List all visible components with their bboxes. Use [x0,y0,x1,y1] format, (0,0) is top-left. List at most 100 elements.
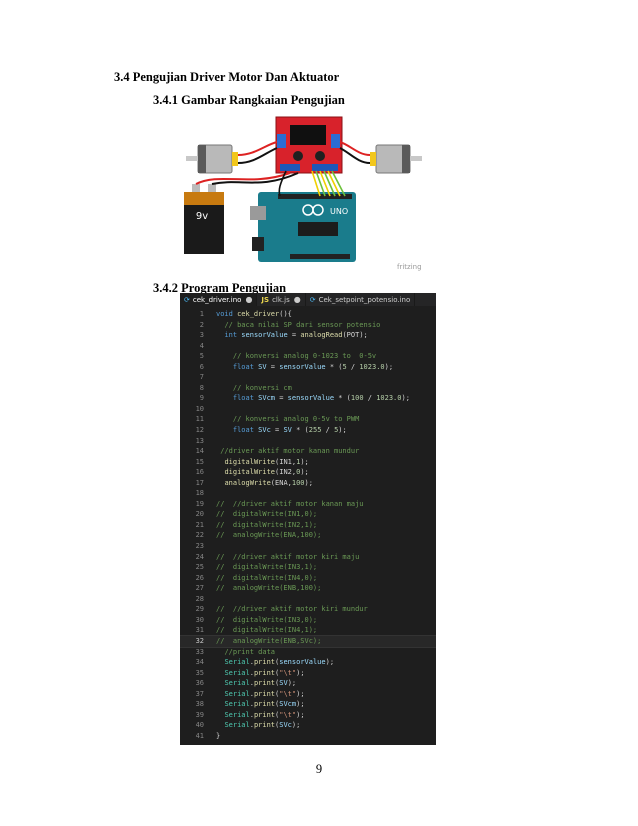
code-token: cek_driver [237,310,280,318]
code-token: = [275,394,288,403]
code-line[interactable]: 16 digitalWrite(IN2,0); [180,467,436,478]
code-token: . [249,658,254,667]
code-token: SV [283,426,292,435]
code-token: sensorValue [279,658,326,667]
code-line[interactable]: 22// analogWrite(ENA,100); [180,530,436,541]
code-line[interactable]: 7 [180,372,436,383]
code-line[interactable]: 24// //driver aktif motor kiri maju [180,552,436,563]
code-token: // konversi analog 0-1023 to 0-5v [232,352,377,361]
code-token: float [232,362,259,371]
code-line[interactable]: 23 [180,541,436,552]
code-line[interactable]: 6 float SV = sensorValue * (5 / 1023.0); [180,362,436,373]
code-line[interactable]: 14 //driver aktif motor kanan mundur [180,446,436,457]
code-line[interactable]: 28 [180,594,436,605]
code-line[interactable]: 41} [180,731,436,742]
code-line[interactable]: 19// //driver aktif motor kanan maju [180,499,436,510]
code-line[interactable]: 12 float SVc = SV * (255 / 5); [180,425,436,436]
code-token: ( [275,721,280,730]
code-token: // analogWrite(ENB,SVc); [216,636,322,645]
code-line[interactable]: 20// digitalWrite(IN1,0); [180,509,436,520]
line-number: 31 [195,626,204,635]
code-line[interactable]: 31 // digitalWrite(IN4,1); [180,625,436,636]
code-token: ); [304,478,313,487]
code-line[interactable]: 2 // baca nilai SP dari sensor potensio [180,320,436,331]
line-number: 30 [195,615,204,624]
code-token: Serial [224,710,250,719]
code-line[interactable]: 29// //driver aktif motor kiri mundur [180,604,436,615]
code-line[interactable]: 37 Serial.print("\t"); [180,689,436,700]
line-number: 10 [195,404,204,413]
code-token: ( [275,679,280,688]
code-line[interactable]: 27// analogWrite(ENB,100); [180,583,436,594]
code-line[interactable]: 30 // digitalWrite(IN3,0); [180,615,436,626]
line-number: 23 [195,542,204,551]
line-number: 5 [199,352,204,361]
code-line[interactable]: 35 Serial.print("\t"); [180,668,436,679]
code-line[interactable]: 3 int sensorValue = analogRead(POT); [180,330,436,341]
line-number: 9 [199,394,204,403]
code-line[interactable]: 9 float SVcm = sensorValue * (100 / 1023… [180,393,436,404]
code-token: // //driver aktif motor kiri mundur [216,605,368,614]
code-token: ); [300,457,309,466]
code-token: (ENA, [270,478,292,487]
code-token: Serial [224,700,250,709]
code-line[interactable]: 33 //print data [180,647,436,658]
line-number: 20 [195,510,204,519]
code-line[interactable]: 34 Serial.print(sensorValue); [180,657,436,668]
code-token: // digitalWrite(IN4,0); [216,573,318,582]
code-line[interactable]: 36 Serial.print(SV); [180,678,436,689]
unsaved-dot-icon: ● [245,295,253,304]
code-line[interactable]: 40 Serial.print(SVc); [180,720,436,731]
code-line[interactable]: 32 // analogWrite(ENB,SVc); [180,634,436,648]
code-token [216,394,233,402]
code-token: / [363,394,377,403]
section-heading: 3.4 Pengujian Driver Motor Dan Aktuator [114,70,340,84]
code-line[interactable]: 25// digitalWrite(IN3,1); [180,562,436,573]
code-token: * ( [325,362,343,371]
editor-tab[interactable]: ⟳cek_driver.ino● [180,293,258,306]
code-line[interactable]: 39 Serial.print("\t"); [180,710,436,721]
line-number: 38 [195,700,204,709]
subsection-heading-program: 3.4.2 Program Pengujian [153,281,287,295]
code-token: 100 [350,394,364,403]
code-line[interactable]: 21// digitalWrite(IN2,1); [180,520,436,531]
code-line[interactable]: 38 Serial.print(SVcm); [180,699,436,710]
arduino-icon: ⟳ [309,295,316,304]
code-token: Serial [224,689,250,698]
code-token: . [249,721,254,730]
line-number: 28 [195,594,204,603]
line-number: 25 [195,563,204,572]
code-line[interactable]: 8 // konversi cm [180,383,436,394]
js-icon: JS [261,295,270,304]
code-token: sensorValue [279,362,326,371]
code-line[interactable]: 17 analogWrite(ENA,100); [180,478,436,489]
code-line[interactable]: 15 digitalWrite(IN1,1); [180,457,436,468]
code-token: // digitalWrite(IN4,1); [216,626,318,635]
code-line[interactable]: 4 [180,341,436,352]
code-line[interactable]: 18 [180,488,436,499]
line-number: 35 [195,668,204,677]
code-token: digitalWrite [224,457,276,466]
code-line[interactable]: 10 [180,404,436,415]
code-token: * ( [334,394,351,403]
code-token: float [232,394,259,403]
code-token: // digitalWrite(IN2,1); [216,520,318,529]
code-token [216,363,233,371]
code-line[interactable]: 5 // konversi analog 0-1023 to 0-5v [180,351,436,362]
line-number: 15 [195,457,204,466]
code-token: * ( [291,426,309,435]
code-token: 1023.0 [359,362,385,371]
code-token: SVcm [258,394,276,403]
code-token: // analogWrite(ENA,100); [216,531,322,540]
code-token: // digitalWrite(IN3,0); [216,615,318,624]
code-line[interactable]: 26// digitalWrite(IN4,0); [180,573,436,584]
editor-tab[interactable]: ⟳Cek_setpoint_potensio.ino [306,293,416,306]
code-token: . [249,689,254,698]
code-line[interactable]: 11 // konversi analog 0-5v to PWM [180,414,436,425]
code-token: "\t" [279,710,297,719]
code-line[interactable]: 13 [180,436,436,447]
line-number: 32 [195,636,204,645]
